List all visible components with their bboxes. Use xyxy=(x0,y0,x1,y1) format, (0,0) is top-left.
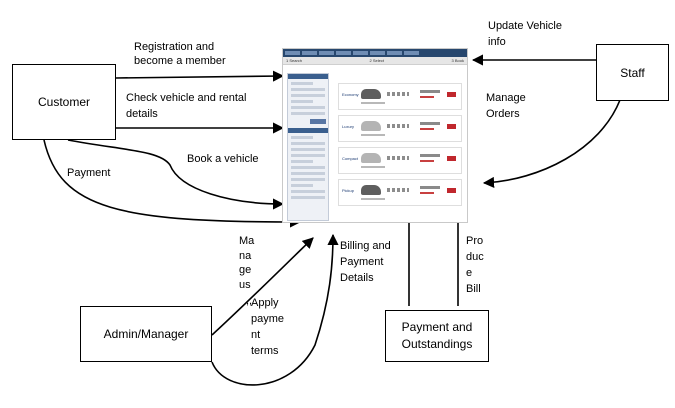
arrow-book-vehicle xyxy=(67,139,285,210)
site-search-sidebar xyxy=(287,73,329,221)
car-card-pickup: Pickup xyxy=(338,179,462,206)
staff-box: Staff xyxy=(596,44,669,101)
arrow-manage-orders xyxy=(482,99,621,189)
label-book-vehicle: Book a vehicle xyxy=(187,153,259,165)
arrow-payment xyxy=(43,139,302,228)
label-manage-orders: Manage Orders xyxy=(486,92,526,120)
car-card-compact: Compact xyxy=(338,147,462,174)
label-payment: Payment xyxy=(67,167,111,179)
car-name: Economy xyxy=(342,92,359,97)
car-image xyxy=(361,185,381,195)
payment-box: Payment and Outstandings xyxy=(385,310,489,362)
car-name: Luxury xyxy=(342,124,355,129)
site-steps-bar: 1 Search 2 Select 3 Book xyxy=(283,57,467,65)
label-comma: ,, xyxy=(246,295,253,307)
arrow-manage-users xyxy=(211,237,314,336)
arrow-apply-terms xyxy=(211,233,339,386)
label-manage-users: Ma na ge us xyxy=(239,235,255,291)
site-nav-bar xyxy=(283,49,467,57)
car-image xyxy=(361,153,381,163)
book-button xyxy=(447,188,456,193)
car-card-luxury: Luxury xyxy=(338,115,462,142)
label-update-vehicle: Update Vehicle info xyxy=(488,20,562,48)
book-button xyxy=(447,92,456,97)
book-button xyxy=(447,124,456,129)
admin-box: Admin/Manager xyxy=(80,306,212,362)
car-rental-website-screenshot: 1 Search 2 Select 3 Book Economy Luxury … xyxy=(282,48,468,223)
step-select: 2 Select xyxy=(369,58,384,63)
book-button xyxy=(447,156,456,161)
admin-label: Admin/Manager xyxy=(103,327,189,341)
customer-box: Customer xyxy=(12,64,116,140)
step-book: 3 Book xyxy=(451,58,464,63)
car-card-economy: Economy xyxy=(338,83,462,110)
car-image xyxy=(361,121,381,131)
staff-label: Staff xyxy=(620,65,645,80)
label-registration: Registration and become a member xyxy=(134,41,226,67)
arrow-registration xyxy=(115,70,285,82)
label-apply-payment-terms: Apply payme nt terms xyxy=(251,297,285,357)
label-produce-bill: Pro duc e Bill xyxy=(466,235,484,295)
customer-label: Customer xyxy=(37,95,90,109)
car-image xyxy=(361,89,381,99)
label-billing-payment: Billing and Payment Details xyxy=(340,240,391,284)
car-name: Pickup xyxy=(342,188,355,193)
payment-outstandings-label: Payment and Outstandings xyxy=(401,320,473,351)
car-name: Compact xyxy=(342,156,359,161)
label-check-vehicle: Check vehicle and rental details xyxy=(126,92,247,120)
site-search-button xyxy=(310,119,326,124)
step-search: 1 Search xyxy=(286,58,303,63)
